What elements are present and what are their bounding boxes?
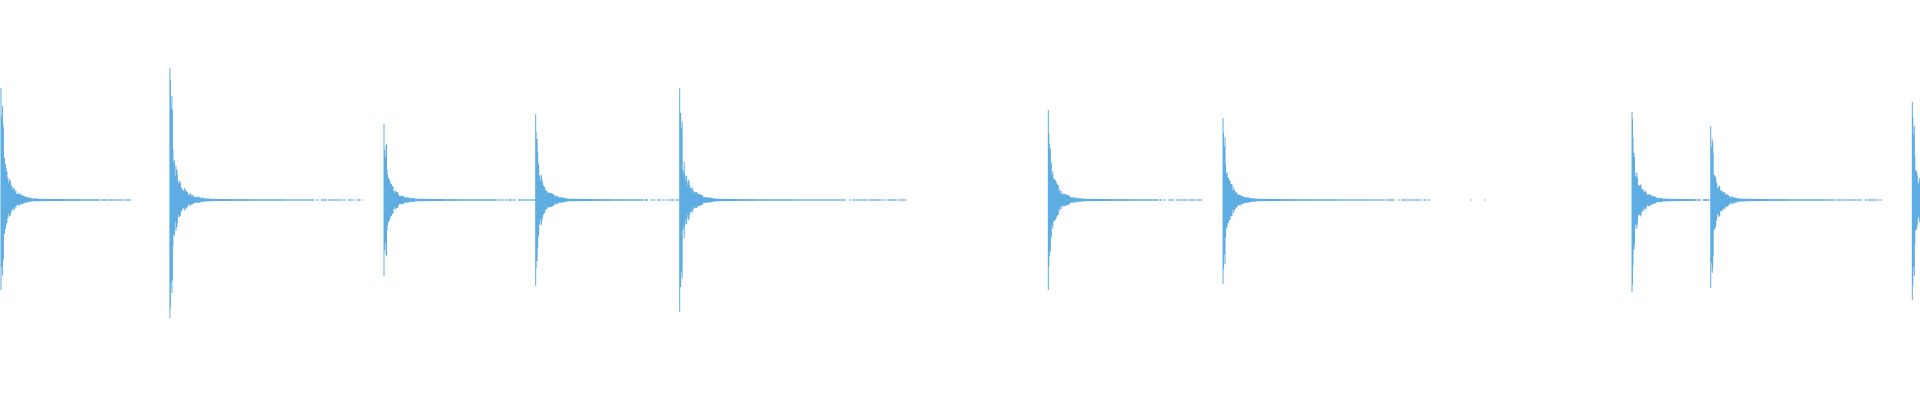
transient-peak <box>1710 126 1882 288</box>
waveform-transient <box>1222 118 1431 284</box>
waveform-transient <box>1911 102 1920 300</box>
waveform-transient <box>1631 112 1711 292</box>
transient-peak <box>1631 112 1711 292</box>
waveform-peaks <box>0 68 1920 318</box>
waveform-transient <box>169 68 363 318</box>
waveform-transient <box>0 88 132 290</box>
transient-peak <box>1911 102 1920 300</box>
waveform-transient <box>679 88 907 312</box>
transient-peak <box>169 68 363 318</box>
transient-peak <box>1222 118 1431 284</box>
transient-peak <box>535 114 688 286</box>
transient-peak <box>383 124 541 276</box>
transient-peak <box>0 88 132 290</box>
transient-peak <box>679 88 907 312</box>
waveform-transient <box>1710 126 1882 288</box>
waveform-transient <box>1047 110 1202 290</box>
transient-peak <box>1047 110 1202 290</box>
baseline-noise-dot <box>1470 199 1473 201</box>
baseline-noise-dot <box>1484 199 1486 201</box>
baseline-noise-dot <box>889 199 891 201</box>
baseline-noise-dot <box>901 199 903 201</box>
waveform-transient <box>383 124 541 276</box>
waveform-transient <box>535 114 688 286</box>
